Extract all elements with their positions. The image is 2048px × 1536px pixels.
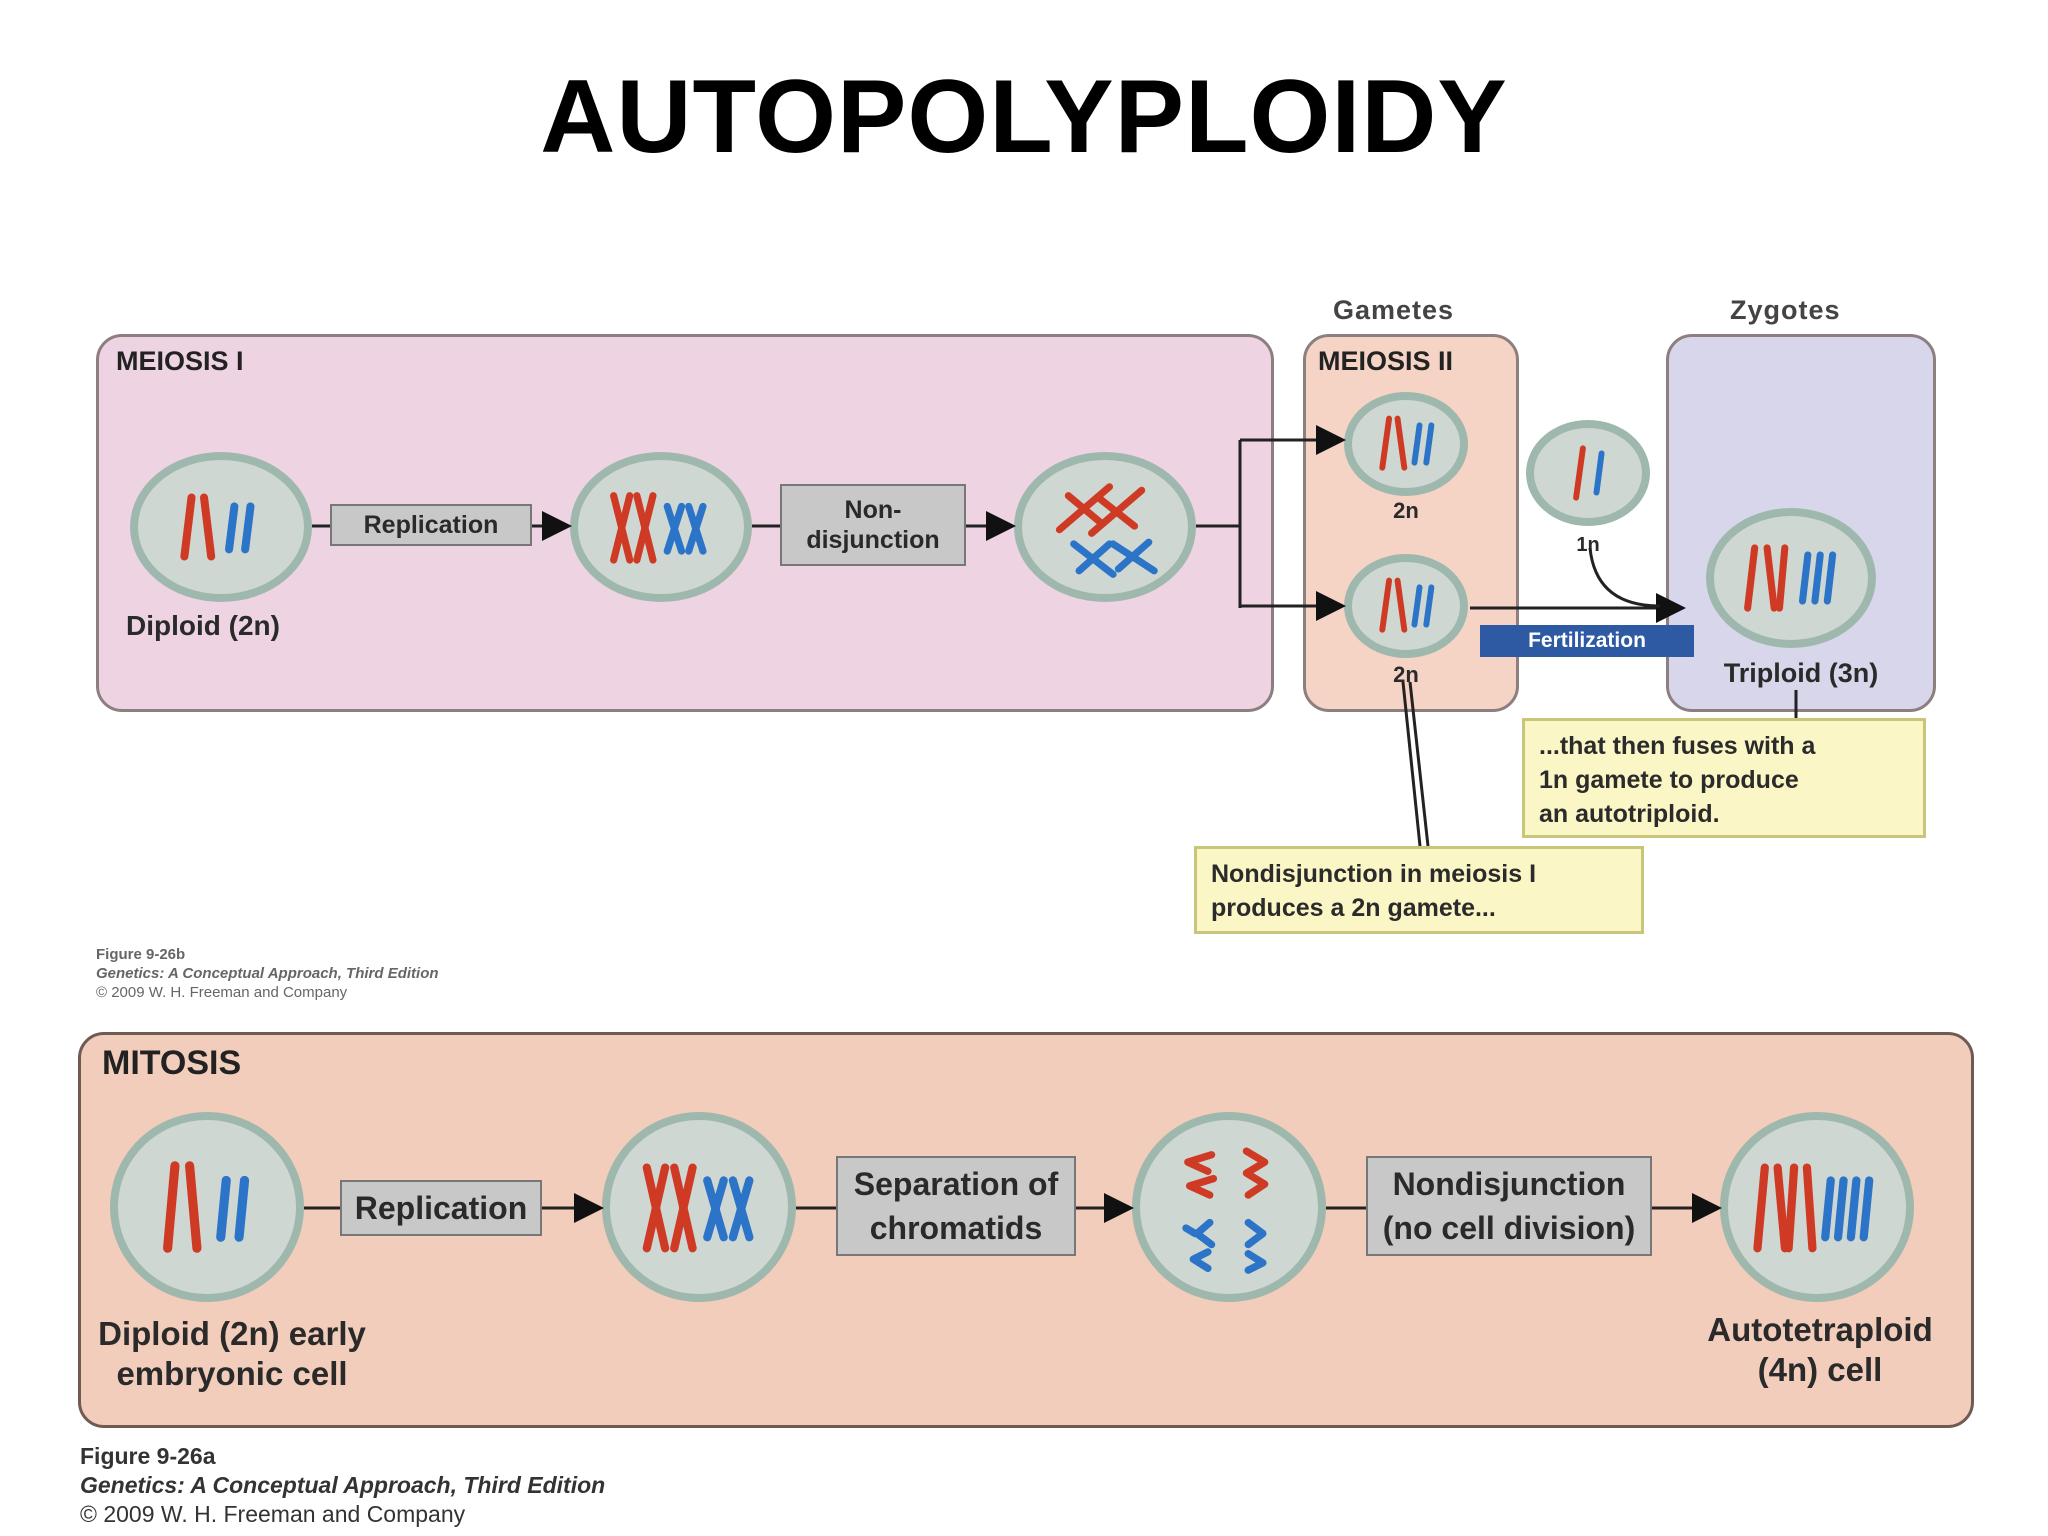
- diploid-cell: [130, 452, 312, 602]
- mitosis-label: MITOSIS: [102, 1044, 242, 1082]
- gamete-top-label: 2n: [1393, 498, 1419, 523]
- gamete-bottom-label: 2n: [1393, 662, 1419, 687]
- mitosis-diploid-cell: [110, 1112, 304, 1302]
- autotetraploid-cell: [1720, 1112, 1914, 1302]
- haploid-gamete-cell: [1526, 420, 1650, 526]
- fusion-note: ...that then fuses with a 1n gamete to p…: [1522, 718, 1926, 838]
- nondisjunction-note: Nondisjunction in meiosis I produces a 2…: [1194, 846, 1644, 934]
- fertilization-label: Fertilization: [1480, 625, 1694, 657]
- bottom-caption-figure: Figure 9-26a: [80, 1443, 216, 1469]
- bottom-figure-caption: Figure 9-26a Genetics: A Conceptual Appr…: [80, 1442, 605, 1528]
- autotetraploid-label: Autotetraploid (4n) cell: [1707, 1311, 1933, 1388]
- top-figure-caption: Figure 9-26b Genetics: A Conceptual Appr…: [96, 946, 439, 1002]
- triploid-cell: [1706, 508, 1876, 648]
- top-caption-figure: Figure 9-26b: [96, 946, 186, 963]
- separation-step: Separation of chromatids: [836, 1156, 1076, 1256]
- triploid-label: Triploid (3n): [1723, 658, 1879, 688]
- nondisjunction-step-bottom: Nondisjunction (no cell division): [1366, 1156, 1652, 1256]
- gamete-2n-top-cell: [1344, 392, 1468, 496]
- page-title: AUTOPOLYPLOIDY: [540, 59, 1508, 175]
- replicated-cell: [570, 452, 752, 602]
- mitosis-diploid-label: Diploid (2n) early embryonic cell: [98, 1315, 366, 1392]
- nondisjunction-step-top: Non- disjunction: [780, 484, 966, 566]
- diploid-label: Diploid (2n): [126, 610, 280, 641]
- gametes-header: Gametes: [1333, 295, 1455, 325]
- gamete-2n-bottom-cell: [1344, 554, 1468, 658]
- replication-step-bottom: Replication: [340, 1180, 542, 1236]
- mitosis-replicated-cell: [602, 1112, 796, 1302]
- nondisjunction-cell: [1014, 452, 1196, 602]
- bottom-caption-copyright: © 2009 W. H. Freeman and Company: [80, 1500, 466, 1527]
- meiosis-i-label: MEIOSIS I: [116, 346, 244, 376]
- top-caption-book: Genetics: A Conceptual Approach, Third E…: [96, 964, 439, 982]
- bottom-caption-book: Genetics: A Conceptual Approach, Third E…: [80, 1471, 606, 1498]
- zygotes-header: Zygotes: [1730, 295, 1841, 325]
- meiosis-ii-label: MEIOSIS II: [1318, 346, 1454, 376]
- haploid-gamete-label: 1n: [1576, 534, 1600, 556]
- mitosis-separation-cell: [1132, 1112, 1326, 1302]
- top-caption-copyright: © 2009 W. H. Freeman and Company: [96, 983, 348, 1001]
- replication-step-top: Replication: [330, 504, 532, 546]
